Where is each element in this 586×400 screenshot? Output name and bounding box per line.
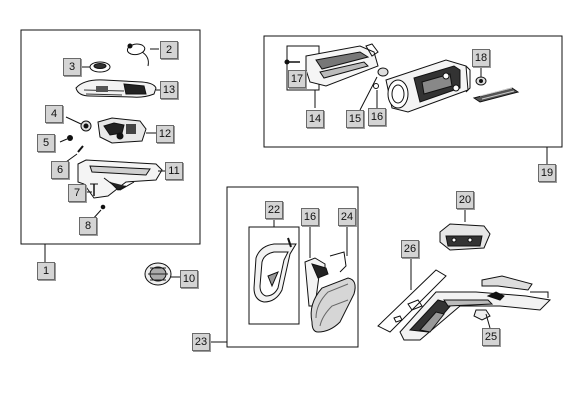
part-24-reflector [310, 225, 356, 333]
group-frame-19 [263, 35, 563, 148]
callout-22[interactable]: 22 [265, 201, 283, 219]
part-22-lens [253, 237, 297, 303]
part-16-clip [373, 83, 379, 108]
callout-10[interactable]: 10 [180, 270, 198, 288]
part-20-cover [439, 208, 491, 251]
part-18-nut [475, 66, 487, 86]
callout-15[interactable]: 15 [346, 110, 364, 128]
group-frame-23 [226, 186, 359, 348]
callout-16-bracket[interactable]: 16 [301, 208, 319, 226]
group-frame-1 [20, 29, 201, 245]
callout-5[interactable]: 5 [37, 134, 55, 152]
callout-3[interactable]: 3 [63, 58, 81, 76]
callout-26[interactable]: 26 [401, 240, 419, 258]
part-13-cover [75, 79, 160, 98]
callout-14[interactable]: 14 [306, 110, 324, 128]
callout-25[interactable]: 25 [482, 328, 500, 346]
callout-20[interactable]: 20 [456, 191, 474, 209]
callout-16-top[interactable]: 16 [368, 108, 386, 126]
part-19-housing [385, 59, 471, 113]
part-16-bracket [304, 226, 329, 307]
part-2-clip [126, 43, 159, 67]
part-12-mechanism [97, 117, 156, 144]
callout-18[interactable]: 18 [472, 49, 490, 67]
callout-17[interactable]: 17 [288, 70, 306, 88]
callout-1[interactable]: 1 [37, 262, 55, 280]
part-14-tray [305, 43, 379, 87]
callout-23[interactable]: 23 [192, 333, 210, 351]
part-11-housing [77, 159, 165, 199]
part-26-pad [377, 256, 447, 333]
part-25-assembly [399, 275, 552, 341]
callout-8[interactable]: 8 [79, 217, 97, 235]
part-6-screw [65, 145, 84, 163]
callout-24[interactable]: 24 [338, 208, 356, 226]
grille-plate [472, 87, 520, 103]
part-5-screw [59, 135, 73, 143]
callout-2[interactable]: 2 [160, 41, 178, 59]
part-17-screw [284, 59, 300, 65]
part-4-knob [65, 116, 92, 132]
part-7-pin [86, 183, 98, 196]
callout-19[interactable]: 19 [538, 164, 556, 182]
callout-4[interactable]: 4 [45, 105, 63, 123]
part-10-knob [144, 262, 180, 286]
callout-6[interactable]: 6 [51, 161, 69, 179]
part-15-plug [359, 67, 389, 111]
callout-7[interactable]: 7 [68, 184, 86, 202]
part-3-grommet [81, 61, 111, 73]
callout-11[interactable]: 11 [165, 162, 183, 180]
callout-13[interactable]: 13 [160, 81, 178, 99]
callout-12[interactable]: 12 [156, 125, 174, 143]
